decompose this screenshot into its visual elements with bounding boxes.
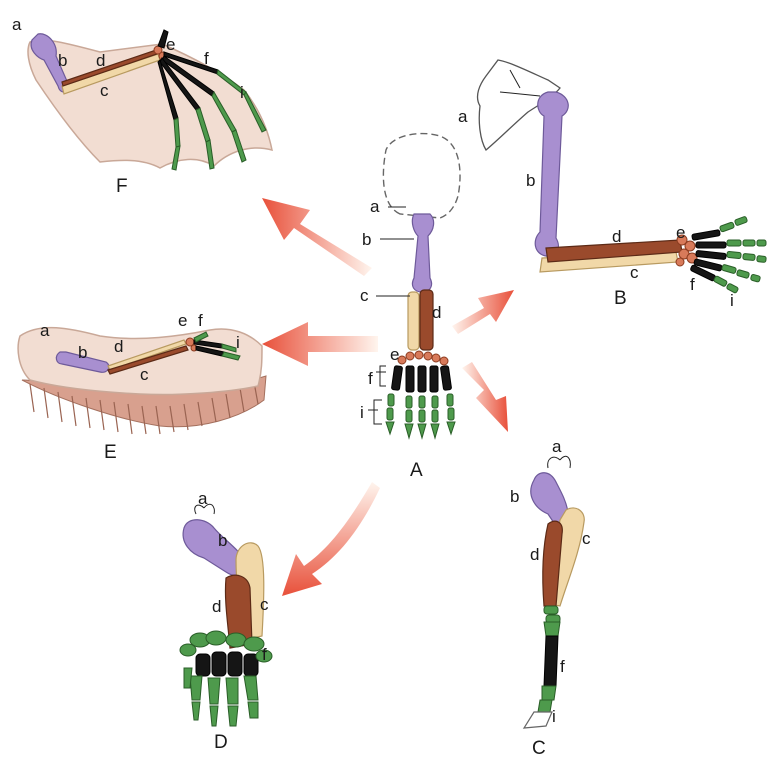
panel-C: a b c d f i C (510, 437, 591, 759)
label-i-F: i (240, 83, 244, 102)
label-e-A: e (390, 345, 399, 364)
label-c-A: c (360, 286, 369, 305)
metacarpals-F (157, 51, 219, 121)
panel-label-D: D (214, 732, 228, 753)
panel-B: a b d e c f i B (458, 59, 767, 310)
panel-A: a b c d e f i A (360, 132, 461, 481)
label-b-E: b (78, 343, 87, 362)
scapula-outline (382, 132, 461, 219)
ulna-E (107, 345, 189, 375)
label-a-C: a (552, 437, 562, 456)
phalanges-F (171, 69, 267, 171)
panel-label-C: C (532, 738, 546, 759)
panel-F: a b d c e f i F (12, 15, 273, 197)
metacarpals-B (690, 229, 727, 282)
label-c-C: c (582, 529, 591, 548)
panel-label-B: B (614, 288, 627, 309)
carpals-B (675, 234, 698, 267)
label-d-C: d (530, 545, 539, 564)
phalanges-B (713, 216, 767, 294)
label-f-A: f (368, 369, 373, 388)
carpals-C (543, 605, 561, 624)
panel-label-F: F (116, 176, 128, 197)
label-d-F: d (96, 51, 105, 70)
metacarpal-top-C (543, 621, 561, 637)
label-f-C: f (560, 657, 565, 676)
label-i-A: i (360, 403, 364, 422)
label-i-E: i (236, 333, 240, 352)
radius-A (407, 291, 420, 351)
label-c-B: c (630, 263, 639, 282)
label-a-B: a (458, 107, 468, 126)
label-f-F: f (204, 49, 209, 68)
metacarpals-A (391, 365, 452, 393)
label-f-D: f (262, 645, 267, 664)
humerus-A (411, 213, 435, 293)
metacarpals-C (543, 635, 559, 687)
phalanges-A (385, 393, 456, 440)
label-b-C: b (510, 487, 519, 506)
humerus-E (55, 351, 110, 373)
label-e-E: e (178, 311, 187, 330)
label-c-D: c (260, 595, 269, 614)
label-b-A: b (362, 230, 371, 249)
label-e-B: e (676, 223, 685, 242)
label-c-E: c (140, 365, 149, 384)
label-b-F: b (58, 51, 67, 70)
arrow-to-F (262, 198, 372, 276)
label-i-B: i (730, 291, 734, 310)
arrow-to-E (262, 322, 378, 366)
arrow-to-B (452, 290, 514, 334)
arrow-to-D (282, 482, 380, 596)
label-d-B: d (612, 227, 621, 246)
phalanges-E (193, 331, 241, 361)
ulna-A (419, 289, 434, 351)
label-b-B: b (526, 171, 535, 190)
panel-E: a b d c e f i E (17, 311, 267, 463)
panel-label-E: E (104, 442, 117, 463)
carpals-A (397, 350, 449, 366)
label-i-C: i (552, 707, 556, 726)
label-e-F: e (166, 35, 175, 54)
panel-D: a b d c f D (179, 489, 273, 753)
label-f-E: f (198, 311, 203, 330)
thumb-F (157, 29, 169, 49)
label-a-D: a (198, 489, 208, 508)
phalanges-C (522, 685, 557, 729)
label-a-E: a (40, 321, 50, 340)
label-d-D: d (212, 597, 221, 616)
ulna-C (542, 520, 563, 607)
arrow-to-C (462, 362, 508, 432)
humerus-B (534, 91, 569, 257)
panel-label-A: A (410, 460, 423, 481)
label-d-E: d (114, 337, 123, 356)
label-b-D: b (218, 531, 227, 550)
label-c-F: c (100, 81, 109, 100)
phalanges-D (179, 630, 273, 727)
metacarpals-D (195, 651, 259, 677)
label-d-A: d (432, 303, 441, 322)
scapula-B (476, 59, 561, 151)
label-a-A: a (370, 197, 380, 216)
label-f-B: f (690, 275, 695, 294)
label-a-F: a (12, 15, 22, 34)
